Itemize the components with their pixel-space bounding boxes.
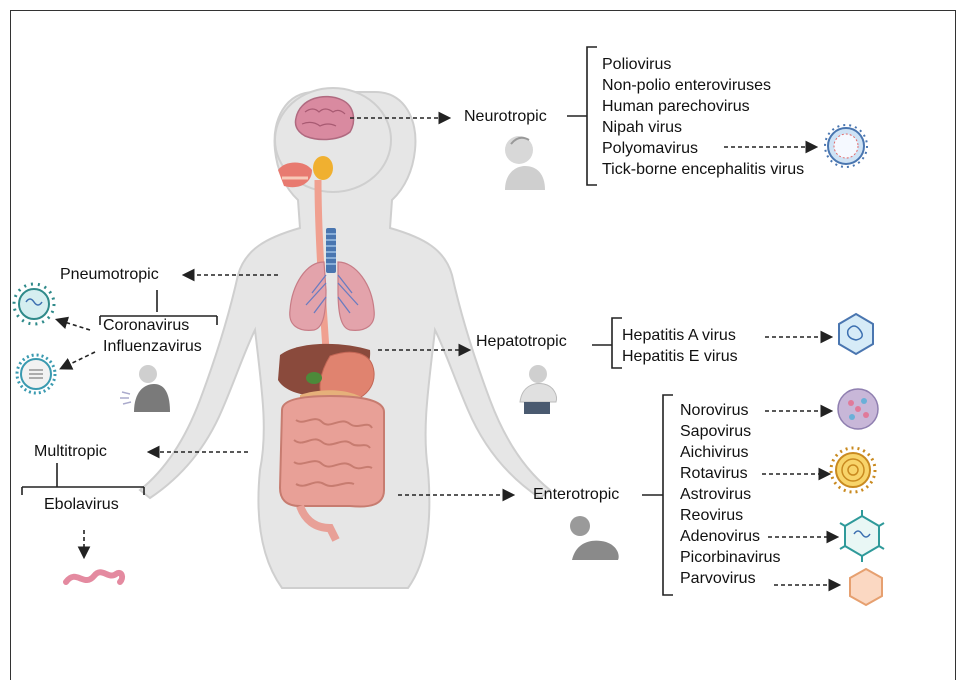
vomiting-patient-icon (570, 516, 619, 560)
gallbladder-organ (306, 372, 322, 384)
enterotropic-label: Enterotropic (533, 486, 619, 504)
list-item: Sapovirus (680, 423, 751, 441)
list-item: Polyomavirus (602, 140, 698, 158)
rotavirus-icon (831, 448, 875, 492)
brain-organ (295, 97, 353, 140)
list-item: Astrovirus (680, 486, 751, 504)
list-item: Aichivirus (680, 444, 748, 462)
polyomavirus-icon (825, 125, 867, 167)
hepatotropic-label: Hepatotropic (476, 333, 567, 351)
parvovirus-icon (850, 569, 882, 605)
list-item: Rotavirus (680, 465, 748, 483)
list-item: Tick-borne encephalitis virus (602, 161, 804, 179)
hepatitis-virus-icon (839, 314, 873, 354)
list-item: Norovirus (680, 402, 748, 420)
list-item: Nipah virus (602, 119, 682, 137)
trachea-organ (326, 228, 336, 273)
neuro-patient-icon (505, 136, 545, 190)
coughing-patient-icon (120, 365, 170, 412)
list-item: Influenzavirus (103, 338, 202, 356)
list-item: Hepatitis E virus (622, 348, 738, 366)
ebolavirus-icon (66, 572, 122, 582)
list-item: Parvovirus (680, 570, 756, 588)
list-item: Picorbinavirus (680, 549, 780, 567)
list-item: Non-polio enteroviruses (602, 77, 771, 95)
norovirus-icon (838, 389, 878, 429)
pneumotropic-label: Pneumotropic (60, 266, 159, 284)
coronavirus-icon (14, 284, 54, 324)
list-item: Hepatitis A virus (622, 327, 736, 345)
adenovirus-icon (840, 510, 884, 562)
neurotropic-label: Neurotropic (464, 108, 547, 126)
list-item: Ebolavirus (44, 496, 119, 514)
list-item: Poliovirus (602, 56, 671, 74)
abdominal-pain-patient-icon (520, 365, 557, 414)
list-item: Human parechovirus (602, 98, 750, 116)
influenzavirus-icon (17, 355, 55, 393)
list-item: Coronavirus (103, 317, 189, 335)
list-item: Reovirus (680, 507, 743, 525)
list-item: Adenovirus (680, 528, 760, 546)
multitropic-label: Multitropic (34, 443, 107, 461)
